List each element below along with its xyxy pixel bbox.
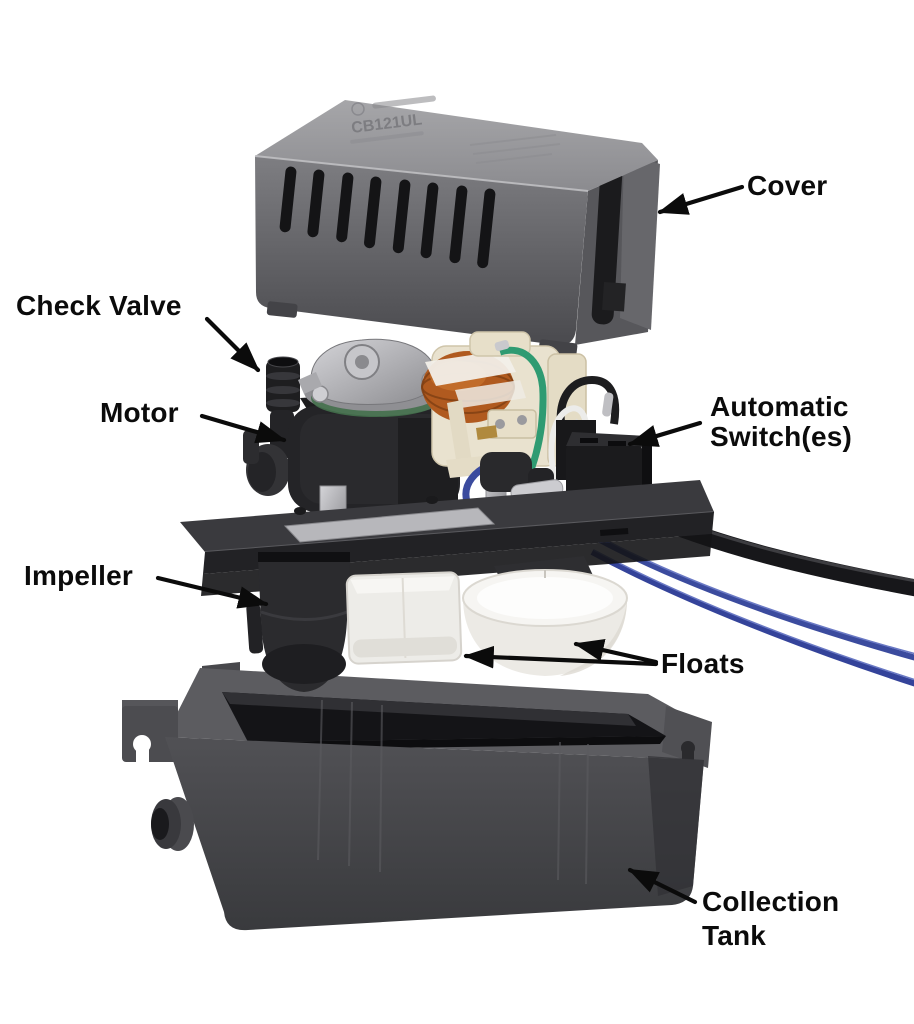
- label-impeller: Impeller: [24, 560, 133, 591]
- callout-arrows: [155, 184, 745, 905]
- cover-right-wall: [620, 153, 660, 330]
- cover: CB121UL: [254, 95, 660, 360]
- black-wire: [556, 375, 620, 433]
- impeller: [246, 552, 350, 692]
- tank-front-face: [165, 737, 704, 931]
- cover-notch: [602, 282, 626, 312]
- tank-left-tab: [122, 706, 178, 762]
- label-check-valve: Check Valve: [16, 290, 182, 321]
- pump-assembly: [180, 331, 914, 687]
- cover-foot: [266, 301, 298, 318]
- check-valve-arrow: [204, 316, 261, 373]
- tank-right-tab: [662, 706, 712, 768]
- label-motor: Motor: [100, 397, 179, 428]
- cover-top-face: [255, 100, 658, 191]
- automatic-switch-arrow: [627, 420, 703, 447]
- floats-arrow-left: [463, 645, 659, 669]
- cover-vents: [279, 166, 496, 269]
- label-collection-tank: Collection Tank: [702, 886, 840, 952]
- label-cover: Cover: [747, 170, 828, 201]
- hanging-parts: [246, 552, 628, 692]
- label-automatic-switch: Automatic Switch(es): [710, 391, 853, 453]
- floats-arrow-up: [573, 639, 659, 665]
- label-floats: Floats: [661, 648, 745, 679]
- motor-arrow: [199, 413, 287, 444]
- screw-icon: [495, 419, 505, 429]
- cover-arrow: [657, 184, 745, 215]
- impeller-arrow: [155, 575, 269, 609]
- float-square: [345, 571, 463, 665]
- collection-tank-arrow: [627, 867, 698, 905]
- cover-logo-icon: [351, 102, 365, 116]
- pump-head: [298, 338, 452, 417]
- screw-icon: [517, 415, 527, 425]
- collection-tank: [122, 662, 712, 931]
